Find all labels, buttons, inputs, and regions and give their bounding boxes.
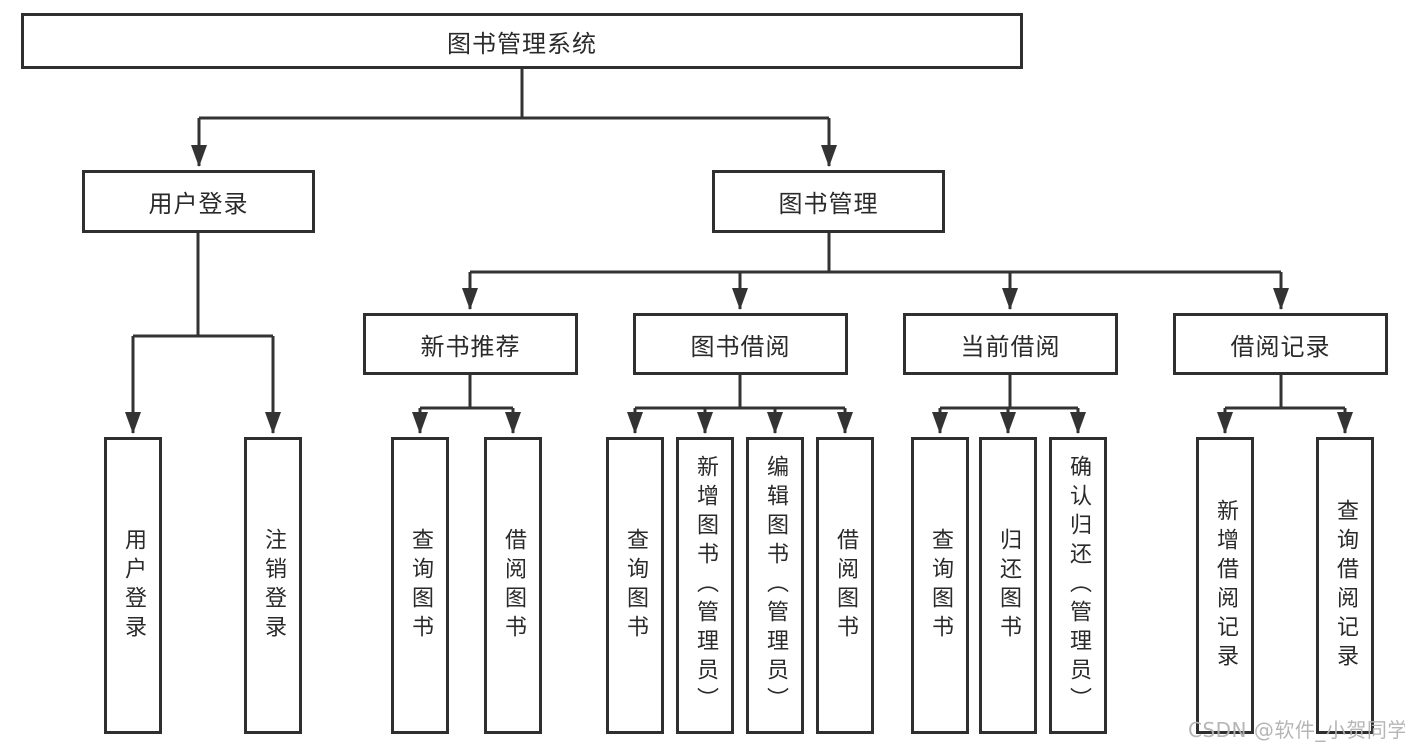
- node-book-management: 图书管理: [712, 170, 945, 233]
- node-new-book-recommendation: 新书推荐: [363, 313, 578, 375]
- leaf-query-books-1: 查询图书: [391, 437, 449, 734]
- node-label: 图书借阅: [690, 332, 791, 361]
- leaf-label: 注销登录: [261, 527, 286, 644]
- csdn-watermark: CSDN @软件_小贺同学: [1188, 718, 1405, 742]
- leaf-label: 新增借阅记录: [1213, 498, 1238, 673]
- node-label: 图书管理系统: [447, 29, 597, 58]
- leaf-user-login: 用户登录: [104, 437, 162, 734]
- leaf-label: 新增图书（管理员）: [693, 455, 718, 716]
- node-label: 当前借阅: [960, 332, 1061, 361]
- leaf-add-book-admin: 新增图书（管理员）: [676, 437, 734, 734]
- leaf-label: 用户登录: [121, 527, 146, 644]
- leaf-label: 借阅图书: [833, 527, 858, 644]
- node-library-management-system: 图书管理系统: [21, 13, 1023, 69]
- leaf-borrow-books-2: 借阅图书: [816, 437, 874, 734]
- leaf-query-books-2: 查询图书: [606, 437, 664, 734]
- leaf-label: 查询图书: [623, 527, 648, 644]
- leaf-label: 查询图书: [408, 527, 433, 644]
- leaf-label: 归还图书: [996, 527, 1021, 644]
- node-book-borrowing: 图书借阅: [633, 313, 848, 375]
- node-borrowing-records: 借阅记录: [1173, 313, 1388, 375]
- node-label: 用户登录: [148, 190, 249, 218]
- node-label: 借阅记录: [1230, 332, 1331, 361]
- node-user-login: 用户登录: [82, 170, 315, 233]
- leaf-label: 编辑图书（管理员）: [763, 455, 788, 716]
- node-label: 新书推荐: [420, 332, 521, 361]
- leaf-label: 借阅图书: [501, 527, 526, 644]
- node-label: 图书管理: [778, 190, 879, 218]
- leaf-return-books: 归还图书: [979, 437, 1037, 734]
- node-current-borrowing: 当前借阅: [903, 313, 1118, 375]
- leaf-borrow-books-1: 借阅图书: [484, 437, 542, 734]
- leaf-logout: 注销登录: [244, 437, 302, 734]
- leaf-query-borrow-record: 查询借阅记录: [1316, 437, 1374, 734]
- leaf-label: 查询图书: [928, 527, 953, 644]
- leaf-label: 确认归还（管理员）: [1066, 455, 1091, 716]
- leaf-label: 查询借阅记录: [1333, 498, 1358, 673]
- leaf-confirm-return-admin: 确认归还（管理员）: [1049, 437, 1107, 734]
- leaf-edit-book-admin: 编辑图书（管理员）: [746, 437, 804, 734]
- leaf-add-borrow-record: 新增借阅记录: [1196, 437, 1254, 734]
- leaf-query-books-3: 查询图书: [911, 437, 969, 734]
